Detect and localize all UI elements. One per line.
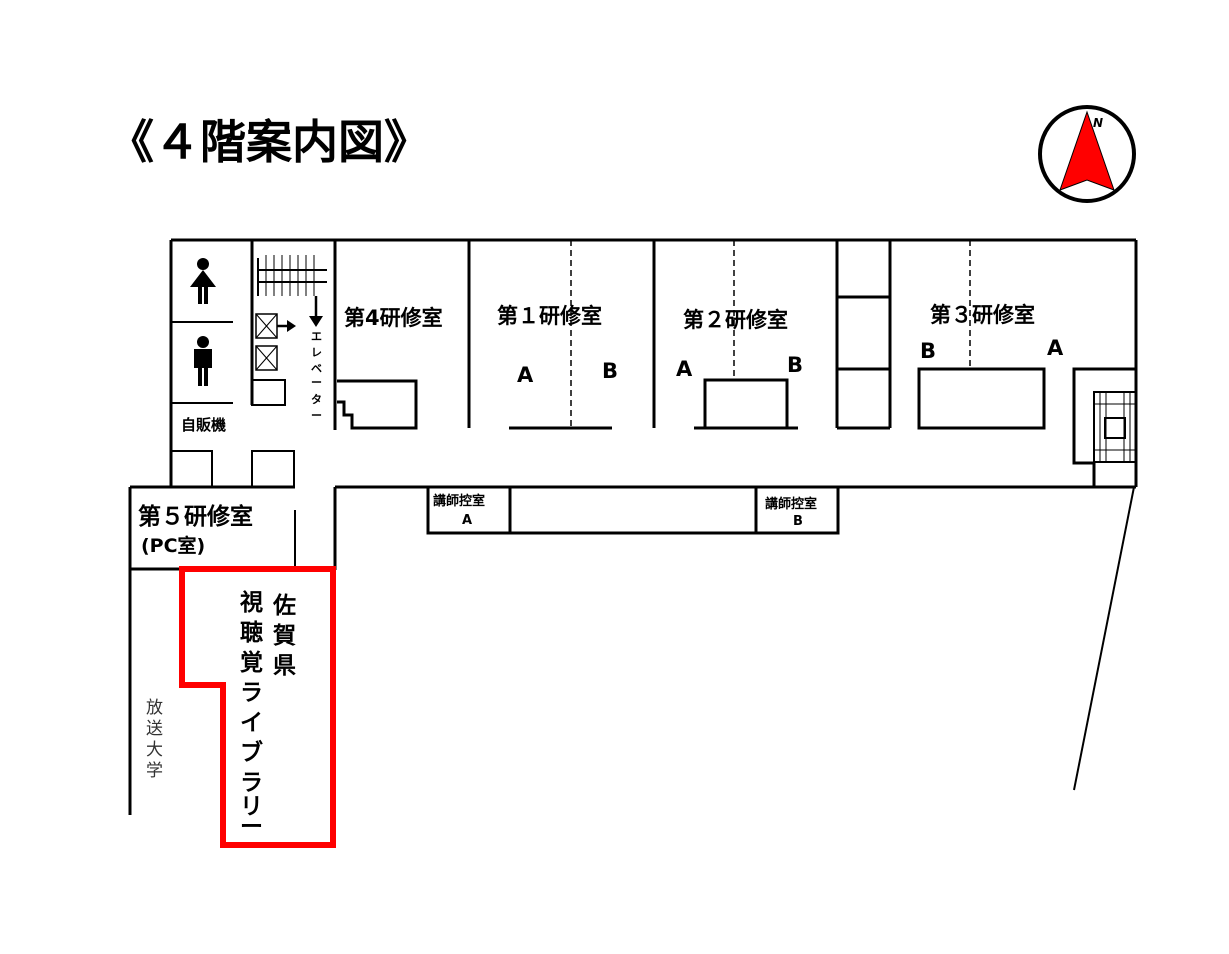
library-col2-char-1: 聴 [240, 620, 263, 646]
library-col1-char-2: 県 [273, 653, 296, 679]
room-3-section-a: A [1047, 336, 1064, 360]
open-univ-char-3: 学 [146, 761, 163, 781]
library-col2-char-2: 覚 [240, 650, 263, 676]
lecturer-room-a-letter: A [462, 513, 472, 528]
library-col2-char-6: ラ [240, 770, 263, 796]
av-library-highlight [179, 566, 336, 848]
vending-machine-label: 自販機 [181, 416, 226, 434]
library-col2-char-3: ラ [240, 680, 263, 706]
lecturer-room-b-letter: B [793, 514, 803, 529]
stair-core: エ レ ベ ー タ ー [250, 240, 337, 430]
elevator-char-3: ー [311, 376, 322, 389]
room-2-section-b: B [787, 353, 803, 377]
room-3-section-b: B [920, 339, 936, 363]
room-5-label: 第５研修室 [138, 503, 253, 530]
vending-box-right [251, 450, 295, 488]
room-1: 第１研修室 A B [497, 240, 656, 430]
room-4: 第4研修室 [337, 240, 471, 430]
library-col2-char-4: イ [240, 710, 263, 736]
compass: N [1038, 105, 1136, 203]
page-title: 《４階案内図》 [108, 115, 430, 169]
open-university-label: 放 送 大 学 [146, 698, 163, 781]
room-2-label: 第２研修室 [683, 308, 788, 332]
open-univ-char-1: 送 [146, 719, 163, 739]
room-4-label: 第4研修室 [344, 306, 443, 330]
room-3: 第３研修室 B A [917, 240, 1064, 430]
male-restroom-icon [194, 336, 212, 386]
north-arrow-icon [1059, 110, 1115, 191]
east-staircase-icon [1094, 392, 1136, 462]
room-1-label: 第１研修室 [497, 304, 602, 328]
room-5: 第５研修室 (PC室) [130, 503, 296, 571]
room-1-section-a: A [517, 363, 534, 387]
lecturer-room-b-label: 講師控室 [765, 496, 817, 512]
library-col1-char-0: 佐 [272, 593, 296, 619]
elevator-icon [255, 313, 278, 371]
room-2-section-a: A [676, 357, 693, 381]
elevator-char-1: レ [311, 346, 322, 359]
east-stairwell [1072, 367, 1137, 487]
vending-box-left [170, 450, 213, 488]
open-univ-char-0: 放 [146, 698, 163, 718]
room-2: 第２研修室 A B [676, 240, 839, 430]
storage-column [837, 240, 892, 430]
room-5-sublabel: (PC室) [141, 534, 205, 557]
staircase-icon [257, 255, 327, 296]
elevator-char-4: タ [311, 393, 322, 406]
library-col2-char-8: ー [240, 814, 263, 840]
elevator-char-2: ベ [311, 362, 322, 375]
lecturer-room-a-label: 講師控室 [433, 493, 485, 509]
library-col2-char-0: 視 [239, 590, 263, 616]
library-col2-char-5: ブ [240, 739, 263, 766]
library-col2-char-7: リ [240, 794, 263, 820]
av-library[interactable]: 佐 賀 県 視 聴 覚 ラ イ ブ ラ リ ー [179, 566, 336, 848]
lecturer-room-a: 講師控室 A [426, 487, 512, 535]
lecturer-room-b: 講師控室 B [754, 487, 840, 535]
elevator-char-5: ー [311, 409, 322, 422]
restrooms [171, 258, 233, 404]
room-3-label: 第３研修室 [930, 303, 1035, 327]
open-univ-char-2: 大 [146, 740, 163, 760]
female-restroom-icon [190, 258, 216, 304]
room-1-section-b: B [602, 359, 618, 383]
compass-north-label: N [1093, 116, 1103, 130]
elevator-char-0: エ [311, 330, 322, 343]
elevator-arrow-icon [277, 296, 323, 332]
library-col1-char-1: 賀 [272, 623, 296, 649]
